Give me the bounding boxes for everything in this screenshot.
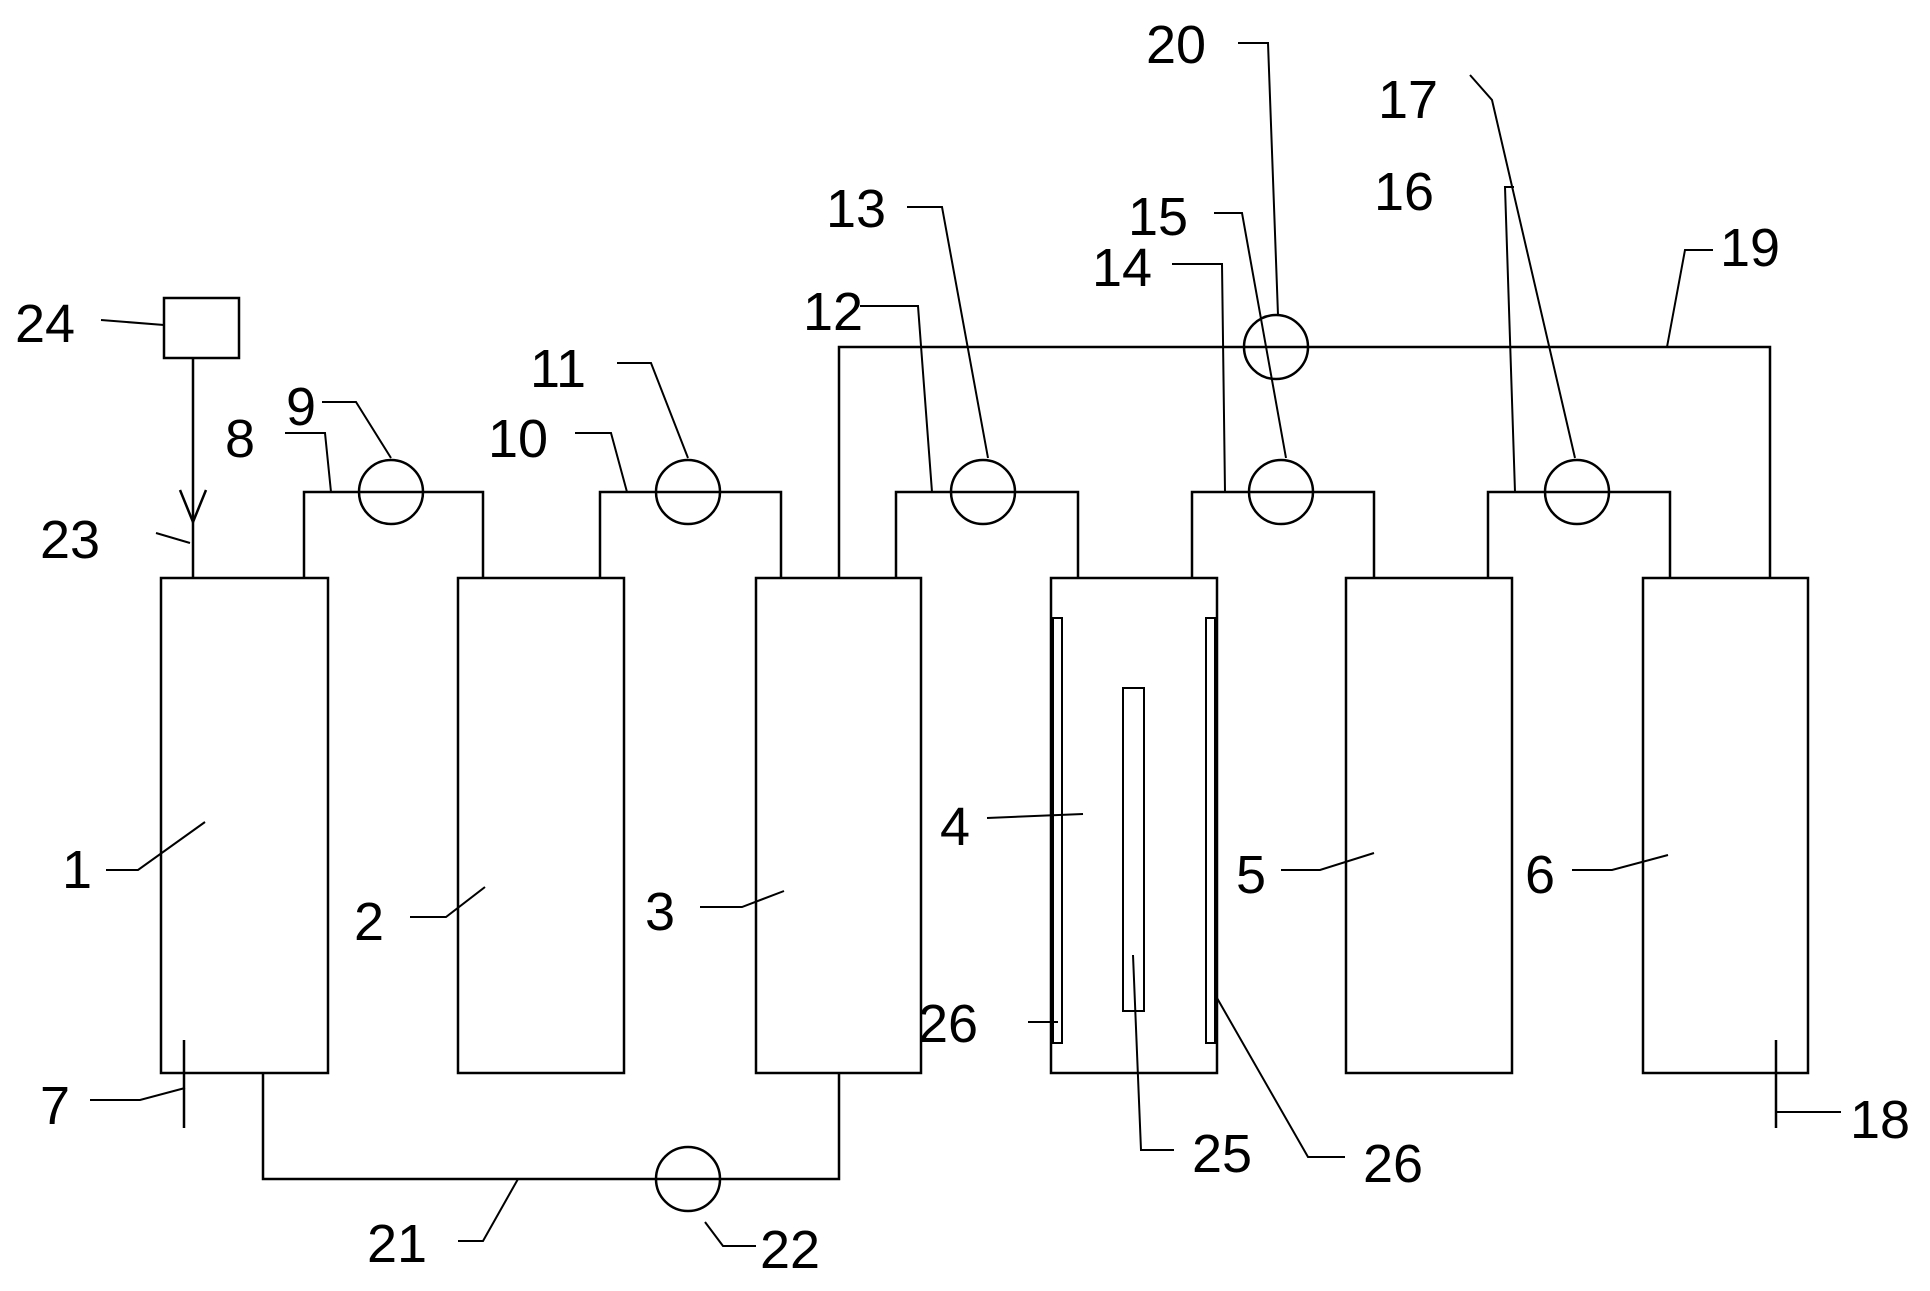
- label-15: 15: [1128, 187, 1188, 247]
- label-1: 1: [62, 840, 92, 900]
- feed-arrow: [178, 489, 208, 526]
- label-25: 25: [1192, 1124, 1252, 1184]
- pump-20: [1242, 313, 1310, 381]
- pump-11: [654, 458, 722, 526]
- tank-1: [159, 576, 330, 1075]
- label-11: 11: [530, 339, 586, 399]
- label-8: 8: [225, 409, 255, 469]
- label-14: 14: [1092, 238, 1152, 298]
- leader-lines: [90, 42, 1841, 1247]
- recirculation-pipe-21: [261, 1073, 841, 1181]
- electrode-plate-right: [1205, 617, 1216, 1044]
- dosing-box-24: [162, 296, 241, 360]
- tank-3: [754, 576, 923, 1075]
- label-4: 4: [940, 797, 970, 857]
- pump-22: [654, 1145, 722, 1213]
- label-23: 23: [40, 510, 100, 570]
- label-3: 3: [645, 882, 675, 942]
- label-26-right: 26: [1363, 1134, 1423, 1194]
- central-electrode: [1122, 687, 1145, 1012]
- pipe-5-6: [1486, 490, 1672, 578]
- label-21: 21: [367, 1214, 427, 1274]
- tank-2: [456, 576, 626, 1075]
- label-18: 18: [1850, 1090, 1910, 1150]
- label-16: 16: [1374, 162, 1434, 222]
- electrode-plate-left: [1052, 617, 1063, 1044]
- pump-15: [1247, 458, 1315, 526]
- pipe-3-4: [894, 490, 1080, 578]
- label-26-left: 26: [918, 994, 978, 1054]
- tank-4: [1049, 576, 1219, 1075]
- label-12: 12: [803, 282, 863, 342]
- label-9: 9: [286, 377, 316, 437]
- pipe-2-3: [598, 490, 783, 578]
- label-13: 13: [826, 179, 886, 239]
- label-7: 7: [40, 1076, 70, 1136]
- label-19: 19: [1720, 218, 1780, 278]
- label-2: 2: [354, 892, 384, 952]
- label-24: 24: [15, 294, 75, 354]
- pump-17: [1543, 458, 1611, 526]
- pipe-4-5: [1190, 490, 1376, 578]
- pump-13: [949, 458, 1017, 526]
- tank-5: [1344, 576, 1514, 1075]
- return-pipe-19: [837, 345, 1772, 578]
- pipe-1-2: [302, 490, 485, 578]
- pump-9: [357, 458, 425, 526]
- label-22: 22: [760, 1220, 820, 1280]
- tank-6: [1641, 576, 1810, 1075]
- label-5: 5: [1236, 845, 1266, 905]
- label-10: 10: [488, 409, 548, 469]
- label-20: 20: [1146, 15, 1206, 75]
- label-17: 17: [1378, 70, 1438, 130]
- label-6: 6: [1525, 845, 1555, 905]
